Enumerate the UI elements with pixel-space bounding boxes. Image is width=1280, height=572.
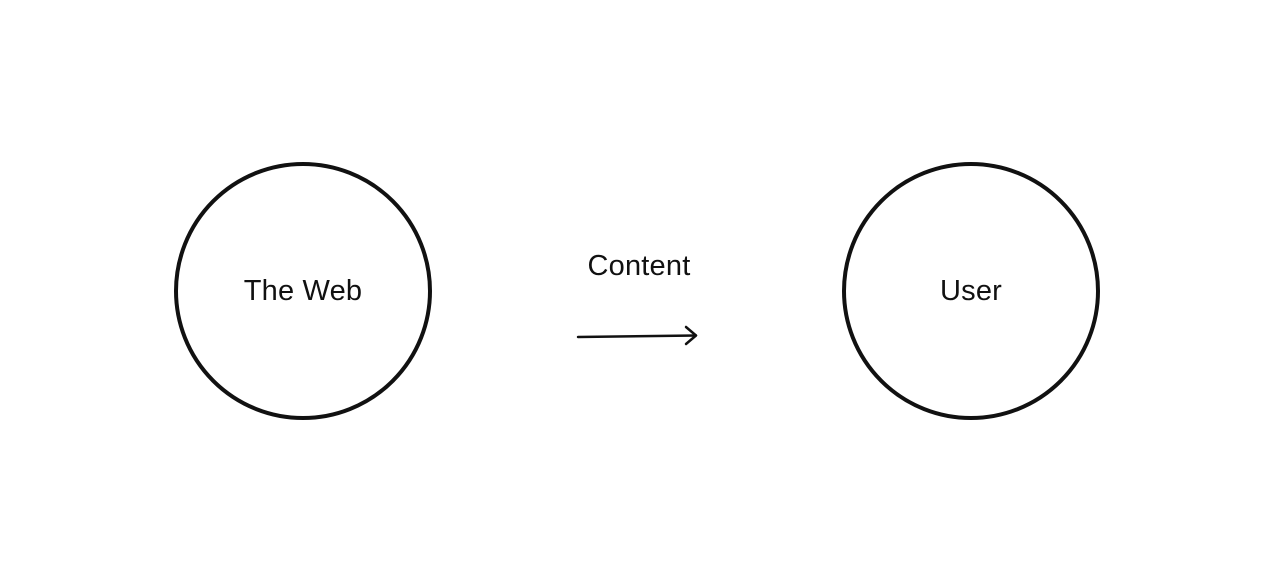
content-flow-arrow-shaft xyxy=(576,334,698,339)
user-node: User xyxy=(842,162,1100,420)
the-web-label: The Web xyxy=(243,274,363,307)
the-web-node: The Web xyxy=(174,162,432,420)
content-flow-arrow xyxy=(576,325,698,346)
user-label: User xyxy=(939,274,1003,307)
content-edge-label: Content xyxy=(587,250,691,282)
content-flow-arrowhead xyxy=(684,325,698,346)
